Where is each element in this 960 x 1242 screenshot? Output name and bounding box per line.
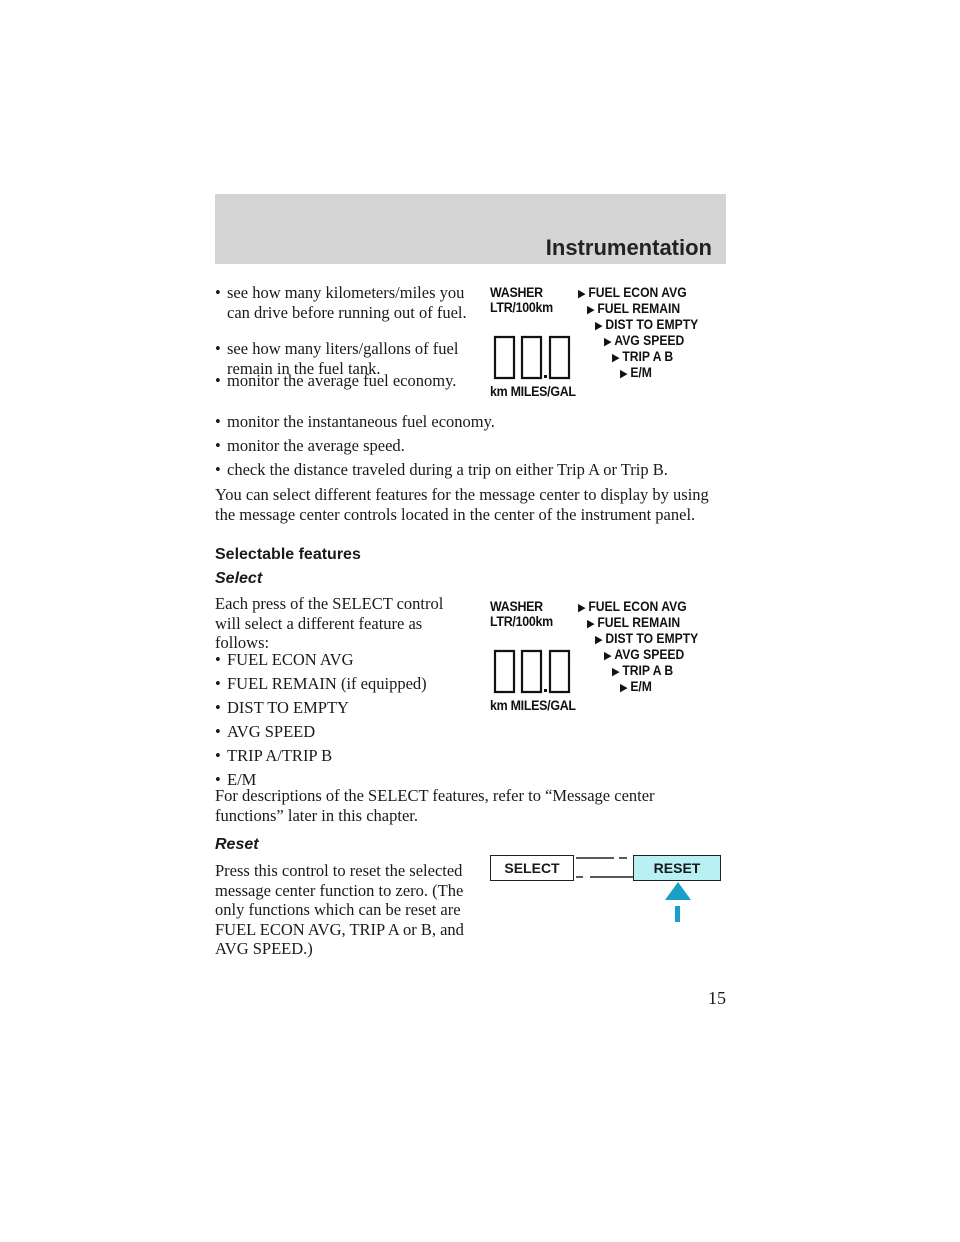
bottom-unit-label: km MILES/GAL <box>490 698 576 713</box>
right-triangle-icon: ▶ <box>604 336 612 348</box>
unit-label: LTR/100km <box>490 614 553 629</box>
right-triangle-icon: ▶ <box>620 682 628 694</box>
select-description: For descriptions of the SELECT features,… <box>215 786 655 825</box>
bullet-dot: • <box>215 436 221 455</box>
display-menu-item-6: ▶E/M <box>620 365 652 383</box>
right-triangle-icon: ▶ <box>578 602 586 614</box>
bullet-dot: • <box>215 339 221 358</box>
display-menu-item-2: ▶FUEL REMAIN <box>587 615 680 633</box>
bullet-dot: • <box>215 674 221 693</box>
bottom-unit-label: km MILES/GAL <box>490 384 576 399</box>
select-bullet-5: • TRIP A/TRIP B <box>215 746 333 765</box>
intro-bullet-6: • check the distance traveled during a t… <box>215 460 668 479</box>
selectable-features-heading: Selectable features <box>215 546 361 563</box>
bullet-dot: • <box>215 283 221 302</box>
page-section-title: Instrumentation <box>545 235 712 260</box>
right-triangle-icon: ▶ <box>612 352 620 364</box>
right-triangle-icon: ▶ <box>595 320 603 332</box>
bullet-dot: • <box>215 770 221 789</box>
bullet-dot: • <box>215 650 221 669</box>
message-center-display-2: WASHER LTR/100km km MILES/GAL ▶FUEL ECON… <box>490 597 740 717</box>
message-center-controls-diagram: SELECT RESET <box>490 852 725 924</box>
page-number: 15 <box>708 988 726 1008</box>
header-band: Instrumentation <box>215 194 726 264</box>
right-triangle-icon: ▶ <box>604 650 612 662</box>
intro-bullet-1: • see how many kilometers/miles you can … <box>215 283 467 322</box>
right-triangle-icon: ▶ <box>578 288 586 300</box>
display-menu-item-4: ▶AVG SPEED <box>604 647 684 665</box>
reset-paragraph: Press this control to reset the selected… <box>215 861 464 958</box>
display-menu-item-3: ▶DIST TO EMPTY <box>595 631 698 649</box>
intro-bullet-3: • monitor the average fuel economy. <box>215 371 457 390</box>
display-menu-item-1: ▶FUEL ECON AVG <box>578 285 687 303</box>
select-bullet-4: • AVG SPEED <box>215 722 316 741</box>
select-bullet-6: • E/M <box>215 770 257 789</box>
display-menu-item-1: ▶FUEL ECON AVG <box>578 599 687 617</box>
display-menu-item-5: ▶TRIP A B <box>612 349 673 367</box>
intro-bullet-2: • see how many liters/gallons of fuel re… <box>215 339 459 378</box>
reset-heading: Reset <box>215 836 259 853</box>
washer-label: WASHER <box>490 599 543 614</box>
seven-segment-digits <box>493 649 571 694</box>
unit-label: LTR/100km <box>490 300 553 315</box>
intro-bullet-5: • monitor the average speed. <box>215 436 405 455</box>
washer-label: WASHER <box>490 285 543 300</box>
intro-bullet-4: • monitor the instantaneous fuel economy… <box>215 412 495 431</box>
right-triangle-icon: ▶ <box>587 304 595 316</box>
intro-paragraph: You can select different features for th… <box>215 485 709 524</box>
bullet-dot: • <box>215 412 221 431</box>
display-menu-item-5: ▶TRIP A B <box>612 663 673 681</box>
bullet-dot: • <box>215 371 221 390</box>
controls-connector-lines <box>576 857 633 878</box>
seven-segment-digits <box>493 335 571 380</box>
select-paragraph: Each press of the SELECT control will se… <box>215 594 444 652</box>
select-button[interactable]: SELECT <box>490 855 574 881</box>
bullet-dot: • <box>215 460 221 479</box>
display-menu-item-6: ▶E/M <box>620 679 652 697</box>
bullet-dot: • <box>215 698 221 717</box>
right-triangle-icon: ▶ <box>595 634 603 646</box>
right-triangle-icon: ▶ <box>620 368 628 380</box>
message-center-display-1: WASHER LTR/100km km MILES/GAL ▶FUEL ECON… <box>490 283 740 403</box>
display-menu-item-4: ▶AVG SPEED <box>604 333 684 351</box>
right-triangle-icon: ▶ <box>612 666 620 678</box>
display-menu-item-3: ▶DIST TO EMPTY <box>595 317 698 335</box>
display-menu-item-2: ▶FUEL REMAIN <box>587 301 680 319</box>
up-arrow-icon <box>665 882 691 922</box>
right-triangle-icon: ▶ <box>587 618 595 630</box>
select-heading: Select <box>215 570 263 587</box>
select-bullet-2: • FUEL REMAIN (if equipped) <box>215 674 427 693</box>
bullet-dot: • <box>215 722 221 741</box>
bullet-dot: • <box>215 746 221 765</box>
select-bullet-3: • DIST TO EMPTY <box>215 698 349 717</box>
reset-button[interactable]: RESET <box>633 855 721 881</box>
select-bullet-1: • FUEL ECON AVG <box>215 650 354 669</box>
